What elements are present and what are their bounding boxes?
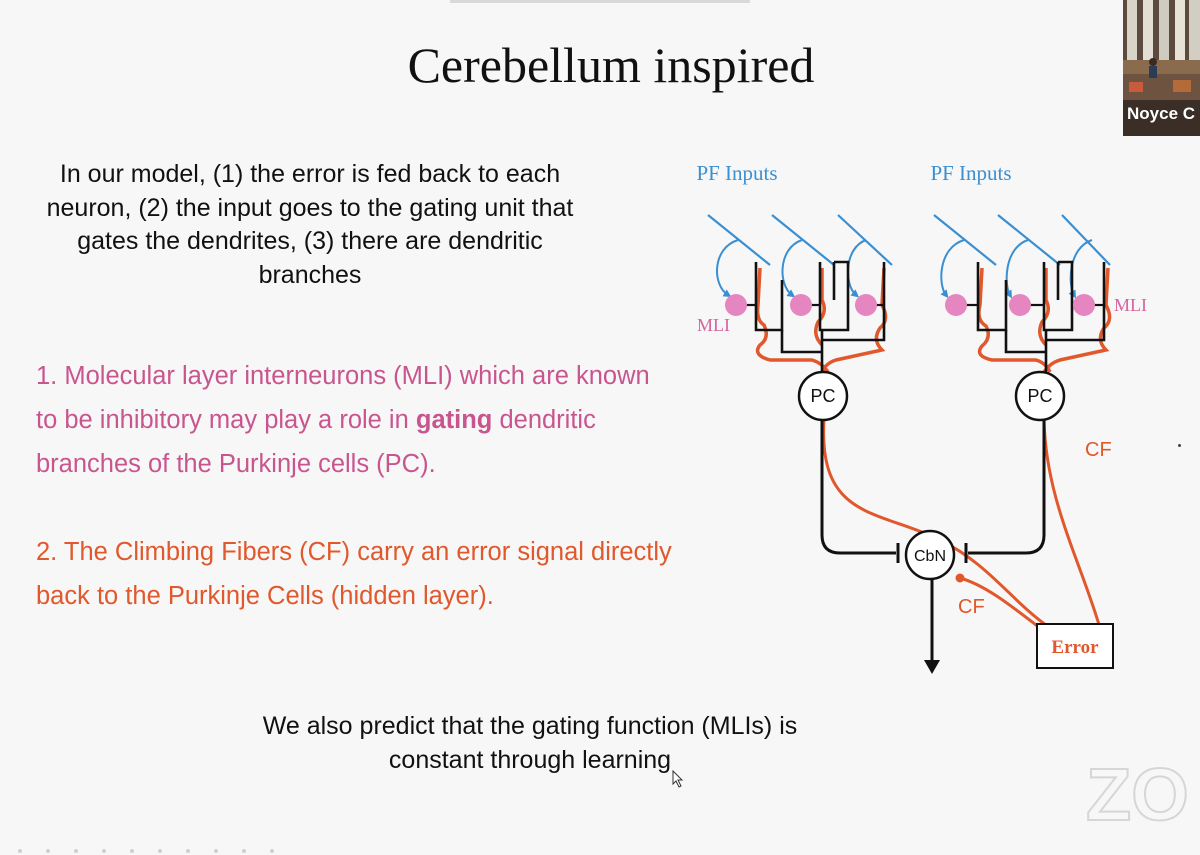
mli-left-label: MLI (697, 315, 730, 335)
bottom-dots (18, 849, 274, 853)
output-arrow-icon (924, 660, 940, 674)
pf-input-lines (707, 214, 1111, 266)
error-label: Error (1051, 637, 1099, 658)
stray-dot (1178, 444, 1181, 447)
pc-cell-right: PC (1014, 370, 1066, 422)
cbn-cell: CbN (904, 529, 956, 581)
mli-cells (725, 294, 1095, 316)
participant-name: Noyce C (1127, 104, 1196, 123)
error-box: Error (1036, 623, 1114, 669)
pc-left-label: PC (810, 386, 835, 406)
point-mli: 1. Molecular layer interneurons (MLI) wh… (36, 354, 676, 486)
pc-axons (820, 420, 1046, 660)
pc-cell-left: PC (797, 370, 849, 422)
video-scene (1123, 0, 1200, 136)
participant-video[interactable]: Noyce C (1123, 0, 1200, 136)
pf-inputs-left-label: PF Inputs (696, 161, 777, 185)
top-bar (450, 0, 750, 3)
pf-inputs-right-label: PF Inputs (930, 161, 1011, 185)
pf-input-arrow-icon (716, 239, 1093, 299)
purkinje-dendrites (754, 260, 1106, 372)
point-mli-text-end: dendritic branches of the Purkinje cells… (36, 406, 596, 478)
cf-lower-label: CF (958, 596, 985, 618)
point-cf: 2. The Climbing Fibers (CF) carry an err… (36, 538, 672, 610)
cf-upper-label: CF (1085, 439, 1112, 461)
bottom-text: We also predict that the gating function… (262, 712, 798, 774)
point-mli-text-start: 1. Molecular layer interneurons (MLI) wh… (36, 362, 650, 434)
point-mli-bold: gating (415, 406, 493, 434)
intro-text: In our model, (1) the error is fed back … (46, 160, 574, 289)
zoom-watermark: ZO (1085, 752, 1190, 837)
pc-right-label: PC (1027, 386, 1052, 406)
mli-right-label: MLI (1114, 295, 1147, 315)
slide-title: Cerebellum inspired (407, 37, 815, 93)
mouse-cursor-icon (672, 770, 684, 788)
cbn-label: CbN (914, 548, 946, 565)
